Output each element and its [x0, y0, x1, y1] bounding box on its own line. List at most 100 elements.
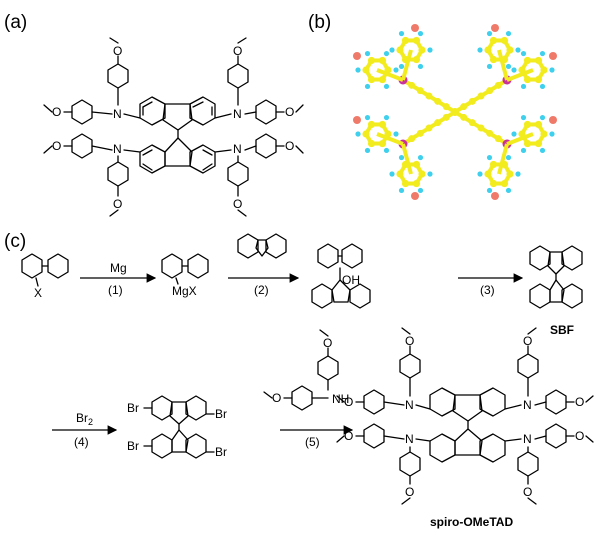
carbon-atom — [378, 120, 387, 129]
hydrogen-atom — [417, 187, 424, 194]
atom-n-lower-right: N — [233, 142, 242, 156]
carbon-atom — [378, 139, 387, 148]
carbon-atom — [396, 170, 404, 178]
hydrogen-atom — [486, 187, 493, 194]
hydrogen-atom — [549, 131, 555, 137]
carbon-atom — [425, 124, 433, 132]
atom-oh: OH — [342, 273, 360, 287]
hydrogen-atom — [515, 171, 521, 177]
carbon-atom — [523, 120, 532, 129]
oxygen-atom — [411, 24, 419, 32]
hydrogen-atom — [389, 47, 395, 53]
carbon-atom — [412, 160, 421, 169]
anisyl-bottom-left — [107, 161, 129, 187]
label-spiro-ometad: spiro-OMeTAD — [430, 515, 513, 529]
anisyl-right-lower — [255, 133, 277, 159]
carbon-atom — [425, 92, 433, 100]
model-bond — [376, 132, 404, 146]
model-bond — [506, 68, 534, 82]
anisyl-left-upper — [71, 99, 93, 125]
atom-o-prod-8: O — [523, 485, 532, 499]
hydrogen-atom — [520, 50, 527, 57]
hydrogen-atom — [364, 83, 371, 90]
anisyl-top-left — [107, 63, 129, 89]
carbon-atom — [367, 120, 376, 129]
oxygen-atom — [549, 52, 557, 60]
oxygen-atom — [353, 52, 361, 60]
fluorene-ring-bottom-left — [139, 144, 166, 174]
fluorene-five-ring-top — [162, 103, 193, 131]
hydrogen-atom — [486, 30, 493, 37]
step-label-1: (1) — [108, 283, 123, 297]
hydrogen-atom — [383, 50, 390, 57]
atom-o-prod-4: O — [575, 395, 584, 409]
anisyl-top-right — [227, 63, 249, 89]
model-bond — [376, 68, 404, 82]
hydrogen-atom — [398, 30, 405, 37]
step-label-5: (5) — [305, 435, 320, 449]
hydrogen-atom — [477, 171, 483, 177]
atom-br-4: Br — [215, 445, 227, 459]
atom-n-lower-left: N — [113, 142, 122, 156]
carbon-atom — [412, 179, 421, 188]
carbon-atom — [401, 179, 410, 188]
carbon-atom — [500, 160, 509, 169]
atom-o-prod-3: O — [344, 395, 353, 409]
fluorene-ring-bottom-right — [189, 144, 216, 174]
hydrogen-atom — [427, 171, 433, 177]
carbon-atom — [412, 36, 421, 45]
atom-o-amine-left: O — [272, 391, 281, 405]
carbon-atom — [523, 56, 532, 65]
oxygen-atom — [491, 24, 499, 32]
hydrogen-atom — [364, 147, 371, 154]
compound-tetrabromo-sbf — [151, 395, 207, 459]
atom-n-prod-4: N — [523, 432, 532, 446]
atom-x: X — [34, 286, 42, 300]
hydrogen-atom — [383, 147, 390, 154]
carbon-atom — [489, 160, 498, 169]
carbon-atom — [494, 135, 502, 143]
atom-o-right-upper: O — [285, 105, 294, 119]
hydrogen-atom — [505, 30, 512, 37]
carbon-atom — [500, 36, 509, 45]
carbon-atom — [486, 129, 494, 137]
hydrogen-atom — [486, 63, 493, 70]
anisyl-right-upper — [255, 99, 277, 125]
carbon-atom — [468, 119, 476, 127]
hydrogen-atom — [398, 63, 405, 70]
carbon-atom — [362, 130, 370, 138]
carbon-atom — [434, 97, 442, 105]
hydrogen-atom — [520, 147, 527, 154]
hydrogen-atom — [398, 187, 405, 194]
hydrogen-atom — [355, 131, 361, 137]
carbon-atom — [434, 119, 442, 127]
carbon-atom — [408, 81, 416, 89]
carbon-atom — [408, 135, 416, 143]
anisyl-bottom-right — [227, 161, 249, 187]
molecule-3d-model — [353, 24, 557, 200]
carbon-atom — [518, 130, 526, 138]
atom-o-prod-1: O — [405, 334, 414, 348]
hydrogen-atom — [417, 30, 424, 37]
hydrogen-atom — [511, 67, 517, 73]
carbon-atom — [500, 179, 509, 188]
hydrogen-atom — [427, 47, 433, 53]
model-bond — [401, 49, 413, 81]
atom-n-upper-right: N — [233, 107, 242, 121]
hydrogen-atom — [398, 154, 405, 161]
hydrogen-atom — [539, 147, 546, 154]
carbon-atom — [477, 124, 485, 132]
compound-halobiphenyl — [21, 253, 69, 279]
atom-o-prod-6: O — [575, 429, 584, 443]
carbon-atom — [489, 36, 498, 45]
carbon-atom — [468, 97, 476, 105]
hydrogen-atom — [389, 171, 395, 177]
atom-br-1: Br — [127, 401, 139, 415]
carbon-atom — [416, 129, 424, 137]
carbon-atom — [396, 46, 404, 54]
hydrogen-atom — [520, 114, 527, 121]
atom-n-upper-left: N — [113, 107, 122, 121]
hydrogen-atom — [539, 83, 546, 90]
hydrogen-atom — [505, 63, 512, 70]
model-bond — [401, 143, 413, 175]
